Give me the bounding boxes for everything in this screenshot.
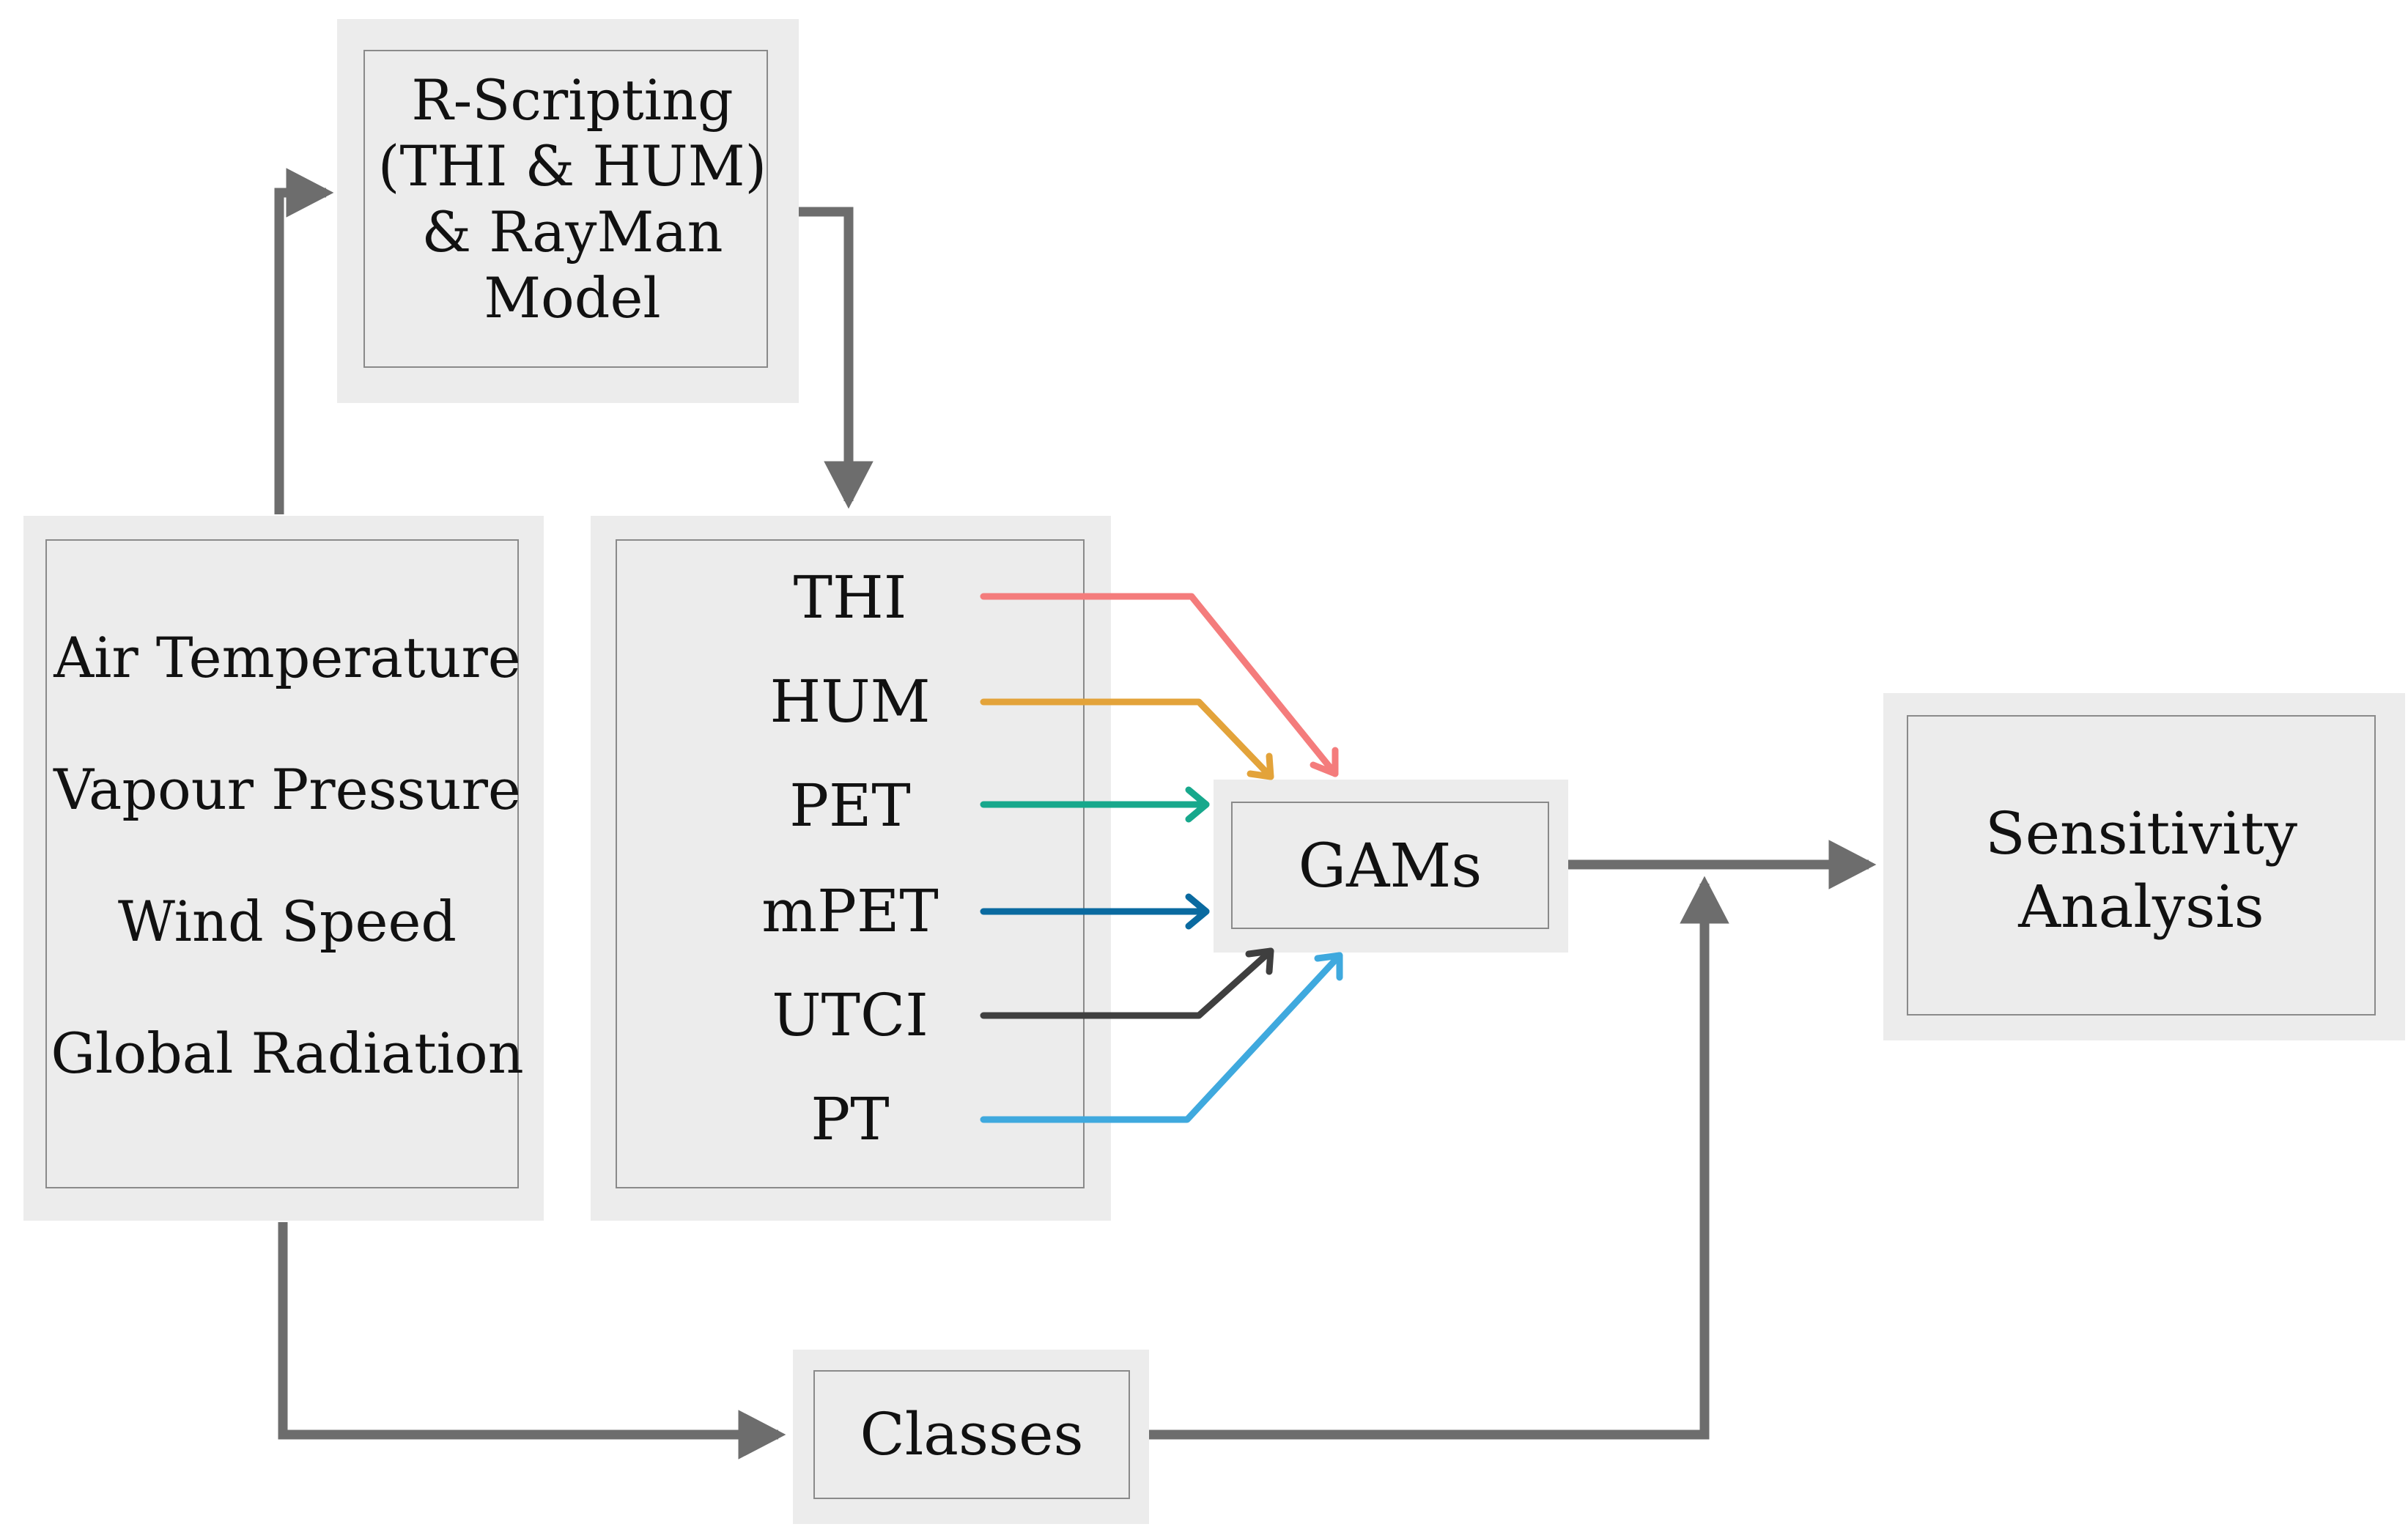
sensitivity-line-1: Sensitivity: [1984, 799, 2298, 868]
arrow-rscript-to-indices: [799, 207, 874, 509]
indices-box: [616, 539, 1085, 1188]
arrow-pt-to-gams: [980, 952, 1343, 1123]
inputs-box: [45, 539, 519, 1188]
arrow-classes-to-junction: [1149, 876, 1729, 1440]
sensitivity-text: Sensitivity Analysis: [1907, 797, 2376, 944]
index-pet-label: PET: [789, 772, 911, 840]
arrow-inputs-to-rscript: [274, 168, 334, 514]
input-air-temperature: Air Temperature: [53, 625, 521, 690]
rscript-line-1: R-Scripting: [411, 67, 734, 133]
input-vapour-pressure: Vapour Pressure: [53, 757, 521, 822]
index-hum-label: HUM: [769, 667, 931, 736]
index-utci-label: UTCI: [772, 981, 928, 1049]
arrow-inputs-to-classes: [278, 1222, 786, 1460]
rscript-line-4: Model: [484, 265, 661, 330]
sensitivity-box: [1907, 715, 2376, 1016]
input-global-radiation: Global Radiation: [51, 1021, 524, 1086]
index-thi-label: THI: [793, 563, 907, 632]
classes-label: Classes: [860, 1400, 1084, 1468]
arrow-pet-to-gams: [980, 786, 1210, 823]
arrow-utci-to-gams: [980, 947, 1274, 1019]
rscript-line-3: & RayMan: [421, 199, 723, 265]
sensitivity-line-2: Analysis: [2018, 873, 2264, 941]
gams-box: [1231, 802, 1549, 929]
gams-label: GAMs: [1298, 832, 1482, 901]
rscript-box: [363, 50, 768, 368]
arrow-thi-to-gams: [980, 593, 1339, 777]
rscript-line-2: (THI & HUM): [377, 133, 767, 199]
arrow-mpet-to-gams: [980, 893, 1210, 930]
index-mpet-label: mPET: [761, 877, 939, 945]
index-pt-label: PT: [810, 1085, 890, 1153]
arrow-hum-to-gams: [980, 698, 1274, 780]
classes-box: [813, 1370, 1130, 1499]
rscript-text: R-Scripting (THI & HUM) & RayMan Model: [363, 67, 781, 331]
input-wind-speed: Wind Speed: [117, 889, 457, 954]
